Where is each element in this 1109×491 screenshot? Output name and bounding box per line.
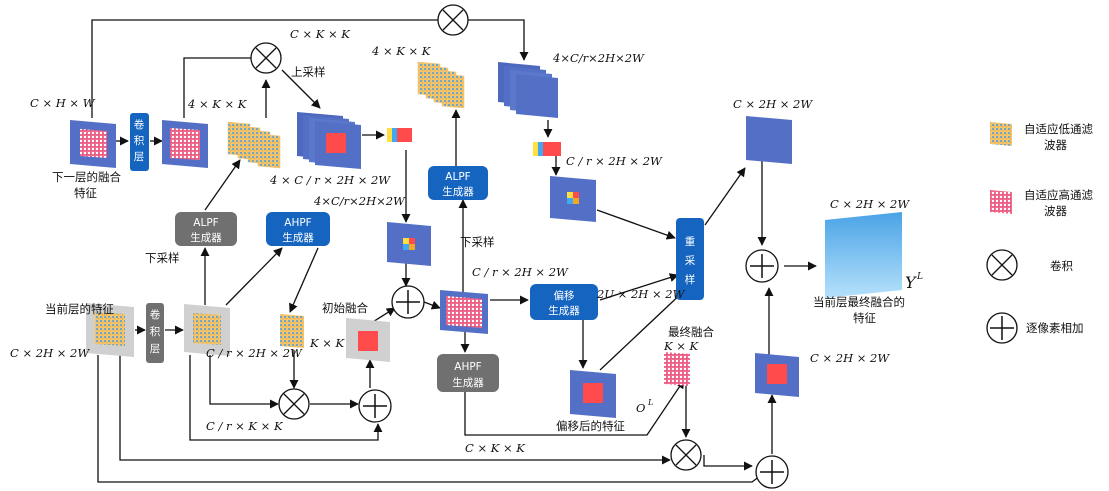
legend-high-pass-label-1: 自适应高通滤 (1024, 188, 1093, 202)
label-cr-2h2w-right: C / r × 2H × 2W (566, 154, 663, 168)
ahpf-gen-left-line1: AHPF (284, 217, 311, 229)
ahpf-gen-center-line1: AHPF (454, 361, 481, 373)
ahpf-generator-left: AHPF 生成器 (266, 212, 330, 246)
legend-add-label: 逐像素相加 (1026, 321, 1084, 335)
legend-low-pass-label-2: 波器 (1044, 138, 1067, 152)
conv-bottom-right (671, 440, 701, 470)
small-color-strip-right (533, 142, 561, 156)
fused-high-pass-grid (440, 290, 488, 334)
conv-layer-text-top-2: 积 (134, 135, 145, 147)
resample-char-3: 样 (685, 273, 696, 286)
offset-gen-line2: 生成器 (548, 304, 580, 317)
label-y-l-sup: L (916, 272, 923, 282)
legend-high-pass-label-2: 波器 (1044, 204, 1067, 218)
conv-upper-left (251, 43, 281, 73)
label-4c-r-2h2w-mid: 4×C/r×2H×2W (313, 194, 406, 208)
legend-add-icon (987, 313, 1017, 343)
alpf-generator-left: ALPF 生成器 (175, 212, 237, 246)
label-current-feature: 当前层的特征 (45, 302, 114, 316)
initial-fusion-map (346, 318, 390, 362)
label-kxk-initial: K × K (309, 336, 346, 350)
label-initial-fusion: 初始融合 (322, 301, 368, 315)
label-cr-2h2w-center: C / r × 2H × 2W (472, 265, 569, 279)
upsampled-feature-stack (297, 112, 361, 169)
low-pass-filter-stack-top (418, 62, 464, 108)
label-2u-2h2w: 2U × 2H × 2W (596, 287, 686, 301)
label-cxhxw: C × H × W (30, 96, 96, 110)
high-pass-feature-map (162, 120, 208, 168)
add-bottom-left (359, 390, 391, 422)
alpf-gen-left-line1: ALPF (193, 217, 218, 229)
final-output-map (825, 212, 902, 298)
offset-generator: 偏移 生成器 (530, 284, 598, 320)
label-ckk-top: C × K × K (290, 27, 351, 41)
legend-low-pass-label-1: 自适应低通滤 (1024, 122, 1093, 136)
label-upsample: 上采样 (291, 65, 326, 79)
offset-feature-map (570, 370, 616, 418)
ahpf-gen-left-line2: 生成器 (282, 231, 314, 244)
label-kxk-final: K × K (663, 339, 700, 353)
offset-gen-line1: 偏移 (554, 289, 575, 302)
label-final-fusion: 最终融合 (668, 325, 714, 339)
label-cr-2h2w-left: C / r × 2H × 2W (206, 346, 303, 360)
label-cr-kk: C / r × K × K (206, 419, 284, 433)
alpf-gen-left-line2: 生成器 (190, 231, 222, 244)
conv-top (438, 5, 468, 35)
legend-conv-label: 卷积 (1050, 259, 1073, 273)
conv-layer-text-bottom-2: 积 (150, 326, 161, 338)
conv-layer-text-bottom-3: 层 (150, 343, 161, 355)
label-final-feature-1: 当前层最终融合的 (813, 295, 905, 309)
final-fusion-filter (664, 352, 690, 386)
small-color-strip-left (387, 128, 412, 142)
label-c2h2w-right-mid: C × 2H × 2W (810, 351, 890, 365)
label-ckk-bottom: C × K × K (465, 441, 526, 455)
pixel-shuffle-feature-left (387, 222, 431, 266)
ahpf-generator-center: AHPF 生成器 (437, 354, 499, 392)
label-offset-feature: 偏移后的特征 (556, 419, 625, 433)
low-pass-filter-stack-left (228, 122, 280, 168)
label-downsample-center: 下采样 (460, 235, 495, 249)
upsampled-feature-stack-right (498, 62, 558, 118)
label-4kk-left: 4 × K × K (187, 97, 248, 111)
label-4c-r-2h2w-right: 4×C/r×2H×2W (552, 51, 645, 65)
conv-layer-text-top-1: 卷 (134, 118, 145, 131)
label-o-l: O (636, 401, 646, 415)
legend-low-pass-swatch (990, 122, 1012, 146)
label-y-l: Y (905, 273, 917, 292)
conv-layer-text-top-3: 层 (134, 151, 145, 163)
label-c2h2w-final: C × 2H × 2W (830, 197, 910, 211)
lower-fusion-feature-map (70, 120, 116, 168)
label-lower-feature-2: 特征 (74, 186, 97, 200)
legend: 自适应低通滤 波器 自适应高通滤 波器 卷积 逐像素相加 (987, 122, 1093, 343)
label-downsample-left: 下采样 (145, 251, 180, 265)
add-bottom-right (756, 456, 788, 488)
conv-layer-text-bottom-1: 卷 (150, 308, 161, 321)
resample-char-1: 重 (685, 235, 696, 248)
resample-char-2: 采 (685, 255, 696, 267)
ahpf-gen-center-line2: 生成器 (452, 376, 484, 389)
label-final-feature-2: 特征 (853, 311, 876, 325)
legend-conv-icon (987, 250, 1017, 280)
label-c2h2w-left: C × 2H × 2W (10, 346, 90, 360)
add-initial-fusion (392, 286, 424, 318)
label-o-l-sup: L (647, 398, 653, 407)
conv-bottom-left (279, 389, 309, 419)
legend-high-pass-swatch (990, 190, 1012, 214)
alpf-generator-center: ALPF 生成器 (428, 166, 488, 200)
label-4kk-top: 4 × K × K (371, 44, 432, 58)
label-c2h2w-right-top: C × 2H × 2W (733, 97, 813, 111)
alpf-gen-center-line2: 生成器 (442, 185, 474, 198)
resampled-feature (746, 116, 792, 164)
alpf-gen-center-line1: ALPF (445, 171, 470, 183)
current-feature-small (755, 353, 799, 397)
small-low-pass-filter (280, 314, 304, 348)
pixel-shuffle-feature-right (550, 176, 596, 222)
add-right (746, 250, 778, 282)
label-4c-r-2h2w-left: 4 × C / r × 2H × 2W (269, 173, 391, 187)
label-lower-feature-1: 下一层的融合 (52, 170, 121, 184)
